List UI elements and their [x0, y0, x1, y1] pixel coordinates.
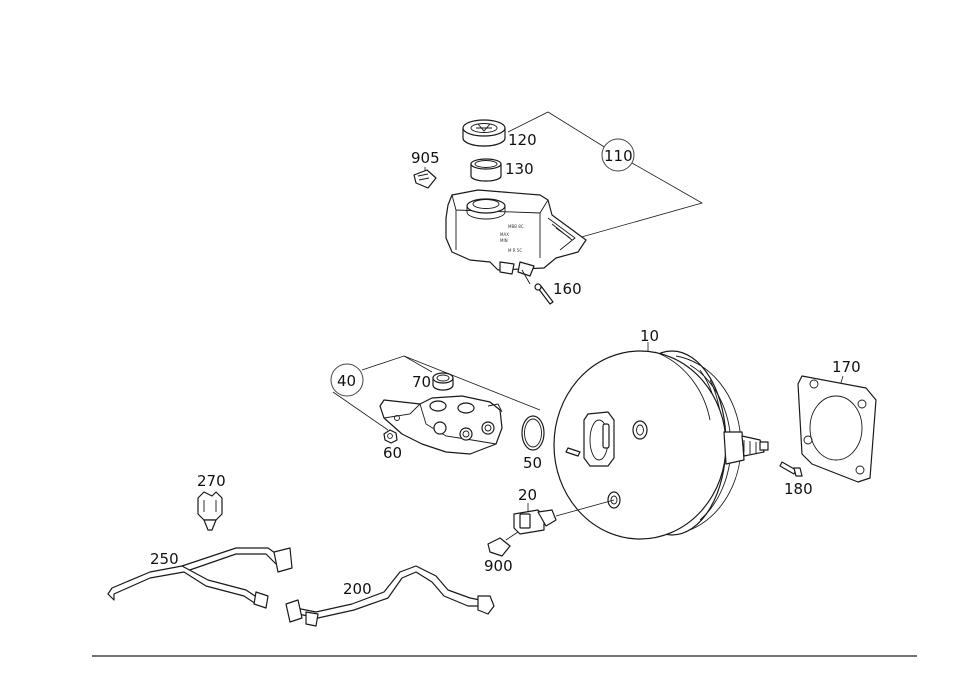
callout-160: 160 [553, 280, 582, 298]
reservoir-marking-1: MBB 8C [508, 224, 524, 229]
vacuum-sensor-group: 20 900 [484, 486, 615, 575]
retaining-pin [521, 269, 554, 305]
reservoir-tank: MBB 8C MAX MIN M R 5C [445, 189, 587, 277]
leader-110-top [507, 111, 607, 149]
mounting-bolt [779, 461, 803, 477]
vacuum-pipe-200: 200 [285, 565, 495, 627]
hex-nut [383, 429, 398, 444]
callout-40: 40 [337, 372, 356, 390]
leader-40-bottom [332, 391, 389, 431]
callout-ring-40 [330, 363, 364, 397]
callout-50: 50 [523, 454, 542, 472]
leader-40-top [361, 355, 433, 373]
mounting-gasket [797, 375, 877, 483]
hose-clip [197, 491, 223, 531]
reservoir-marking-3: MIN [500, 238, 508, 243]
callout-ring-110 [601, 138, 635, 172]
leader-40-right [403, 355, 541, 411]
master-cylinder [379, 395, 503, 455]
leader-110-bottom [577, 162, 704, 239]
callout-250: 250 [150, 550, 179, 568]
o-ring-seal [521, 415, 545, 451]
reservoir-marking-4: M R 5C [508, 248, 522, 253]
callout-900: 900 [484, 557, 513, 575]
callout-180: 180 [784, 480, 813, 498]
callout-120: 120 [508, 131, 537, 149]
callout-130: 130 [505, 160, 534, 178]
vacuum-hose-250: 250 [107, 547, 293, 609]
reservoir-filter [470, 158, 502, 182]
vacuum-sensor [513, 509, 557, 535]
reservoir-marking-2: MAX [500, 232, 509, 237]
brake-booster-group: 10 [553, 327, 769, 540]
callout-10: 10 [640, 327, 659, 345]
callout-110: 110 [604, 147, 633, 165]
callout-20: 20 [518, 486, 537, 504]
callout-905: 905 [411, 149, 440, 167]
reservoir-group: 110 120 130 905 [411, 111, 704, 305]
callout-270: 270 [197, 472, 226, 490]
callout-60: 60 [383, 444, 402, 462]
hose-clip-group: 270 [197, 472, 226, 531]
master-cylinder-group: 40 70 60 [330, 355, 545, 472]
brake-booster [553, 350, 769, 540]
callout-70: 70 [412, 373, 431, 391]
label-sticker-900 [487, 531, 519, 557]
reservoir-cap [462, 119, 506, 147]
callout-170: 170 [832, 358, 861, 376]
callout-200: 200 [343, 580, 372, 598]
gasket-group: 170 180 [779, 358, 877, 498]
leader-20-mount [555, 499, 615, 517]
cylinder-grommet [432, 372, 454, 391]
